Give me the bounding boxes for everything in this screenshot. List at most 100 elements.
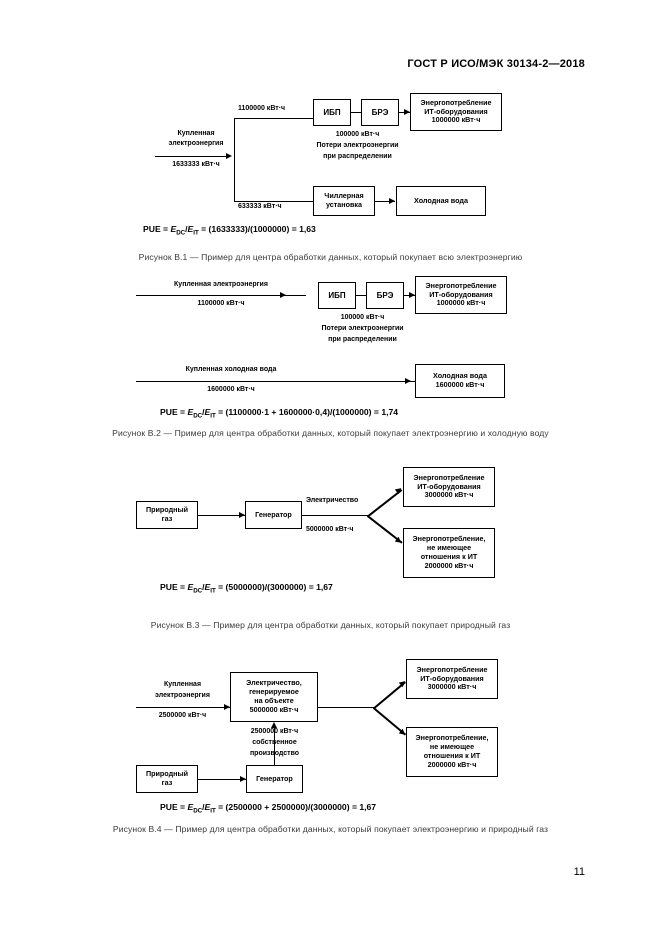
b2-it-load-title: Энергопотребление	[425, 280, 497, 290]
b4-it-load-title: Энергопотребление	[416, 664, 488, 674]
b4-gas-label-1: Природный	[145, 769, 189, 779]
b3-formula-edc: E	[187, 582, 194, 592]
b1-formula-eit: E	[187, 224, 194, 234]
b4-own-label-1: собственное	[252, 739, 297, 746]
b3-formula-body: = (5000000)/(3000000) = 1,67	[215, 582, 333, 592]
b3-formula: PUE = EDC/EIT = (5000000)/(3000000) = 1,…	[160, 582, 333, 595]
page-number: 11	[573, 866, 585, 878]
b3-formula-prefix: PUE =	[160, 582, 188, 592]
b2-cold-water-box: Холодная вода 1600000 кВт·ч	[415, 364, 505, 398]
b2-formula-eit-sub: IT	[210, 412, 216, 420]
b1-ups-label: ИБП	[323, 107, 341, 117]
b1-cold-water-label: Холодная вода	[414, 195, 468, 205]
b4-formula: PUE = EDC/EIT = (2500000 + 2500000)/(300…	[160, 802, 376, 815]
b2-pdu-label: БРЭ	[376, 290, 394, 300]
b4-formula-edc-sub: DC	[193, 807, 203, 815]
b2-formula-edc-sub: DC	[193, 412, 203, 420]
b3-non-it-label-1: Энергопотребление,	[412, 534, 486, 544]
b4-generator-label: Генератор	[256, 773, 293, 783]
b2-formula: PUE = EDC/EIT = (1100000·1 + 1600000·0,4…	[160, 407, 398, 420]
b4-formula-slash: /	[202, 802, 205, 812]
b4-non-it-label-1: Энергопотребление,	[415, 733, 489, 743]
b3-non-it-label-3: отношения к ИТ	[420, 552, 478, 561]
b1-formula-body: = (1633333)/(1000000) = 1,63	[198, 224, 316, 234]
b4-own-label-2: производство	[249, 750, 300, 757]
b4-onsite-label-1: Электричество,	[246, 678, 302, 688]
b1-formula-slash: /	[185, 224, 188, 234]
b1-chiller-box: Чиллерная установка	[313, 186, 375, 216]
b4-it-load-value: 3000000 кВт·ч	[427, 682, 477, 692]
b1-cold-water-box: Холодная вода	[396, 186, 486, 216]
b1-chiller-label-1: Чиллерная	[324, 191, 364, 201]
b2-ups-pdu-line	[356, 295, 366, 296]
b3-non-it-value: 2000000 кВт·ч	[424, 560, 474, 570]
document-header: ГОСТ Р ИСО/МЭК 30134-2—2018	[407, 58, 585, 70]
b4-input-label-1: Купленная	[163, 681, 202, 688]
b4-formula-eit-sub: IT	[210, 807, 216, 815]
b4-non-it-label-3: отношения к ИТ	[423, 751, 481, 760]
b2-it-load-box: Энергопотребление ИТ-оборудования 100000…	[415, 276, 507, 314]
b3-formula-eit: E	[204, 582, 211, 592]
b1-bottom-branch-line	[234, 201, 313, 202]
b1-formula-prefix: PUE =	[143, 224, 171, 234]
b2-water-arrowhead	[405, 377, 411, 384]
b3-it-load-sub: ИТ-оборудования	[417, 481, 481, 491]
b3-generator-split-line	[302, 515, 368, 516]
b2-ups-label: ИБП	[328, 290, 346, 300]
b1-formula-eit-sub: IT	[193, 229, 199, 237]
b1-top-branch-value: 1100000 кВт·ч	[238, 105, 286, 112]
b4-formula-body: = (2500000 + 2500000)/(3000000) = 1,67	[215, 802, 377, 812]
b4-it-load-sub: ИТ-оборудования	[420, 673, 484, 683]
b4-generator-feed-arrowhead	[270, 722, 277, 728]
b1-loss-label-2: при распределении	[323, 153, 392, 160]
b3-gas-label-1: Природный	[145, 505, 189, 515]
b3-non-it-box: Энергопотребление, не имеющее отношения …	[403, 528, 495, 578]
b4-non-it-box: Энергопотребление, не имеющее отношения …	[406, 727, 498, 777]
b4-onsite-label-2: генерируемое	[249, 687, 299, 697]
b1-it-load-value: 1000000 кВт·ч	[431, 115, 481, 125]
b2-it-load-value: 1000000 кВт·ч	[436, 298, 486, 308]
b1-input-line	[155, 156, 227, 157]
b3-lower-branch-arrowhead	[394, 536, 404, 546]
b4-formula-edc: E	[187, 802, 194, 812]
b1-caption: Рисунок В.1 — Пример для центра обработк…	[138, 252, 523, 262]
b2-loss-label-2: при распределении	[328, 336, 397, 343]
b1-bus-line	[234, 118, 235, 202]
b1-chiller-water-arrowhead	[389, 197, 395, 204]
b3-formula-edc-sub: DC	[193, 587, 203, 595]
b3-caption: Рисунок В.3 — Пример для центра обработк…	[150, 620, 511, 630]
b2-formula-eit: E	[204, 407, 211, 417]
b2-water-value: 1600000 кВт·ч	[207, 386, 255, 393]
b3-gas-label-2: газ	[161, 514, 173, 523]
b4-onsite-value: 5000000 кВт·ч	[249, 704, 299, 714]
b1-chiller-label-2: установка	[325, 200, 363, 209]
b2-cold-water-title: Холодная вода	[433, 371, 487, 381]
b3-non-it-label-2: не имеющее	[426, 543, 472, 553]
b1-input-value: 1633333 кВт·ч	[172, 161, 220, 168]
b1-loss-value: 100000 кВт·ч	[335, 131, 380, 138]
b3-generator-box: Генератор	[245, 501, 302, 529]
b3-gas-box: Природный газ	[136, 501, 198, 529]
b2-formula-edc: E	[187, 407, 194, 417]
b1-formula: PUE = EDC/EIT = (1633333)/(1000000) = 1,…	[143, 224, 316, 237]
b1-it-load-sub: ИТ-оборудования	[424, 106, 488, 116]
b2-caption: Рисунок В.2 — Пример для центра обработк…	[112, 428, 549, 438]
b1-chiller-water-line	[375, 201, 395, 202]
b1-bottom-branch-value: 633333 кВт·ч	[238, 203, 282, 210]
b4-generator-feed-line	[274, 728, 275, 774]
b2-input-arrowhead	[280, 291, 286, 298]
b1-pdu-it-arrowhead	[404, 108, 410, 115]
b1-pdu-box: БРЭ	[361, 99, 399, 126]
b3-formula-eit-sub: IT	[210, 587, 216, 595]
b4-onsite-label-3: на объекте	[254, 696, 294, 705]
b4-gas-box: Природный газ	[136, 765, 198, 793]
b2-formula-prefix: PUE =	[160, 407, 188, 417]
b1-pdu-label: БРЭ	[371, 107, 389, 117]
b3-generator-label: Генератор	[255, 509, 292, 519]
b2-ups-box: ИБП	[318, 282, 356, 309]
b1-loss-label-1: Потери электроэнергии	[316, 142, 399, 149]
b1-ups-box: ИБП	[313, 99, 351, 126]
b2-loss-label-1: Потери электроэнергии	[321, 325, 404, 332]
b1-formula-edc-sub: DC	[176, 229, 186, 237]
b4-it-load-box: Энергопотребление ИТ-оборудования 300000…	[406, 659, 498, 699]
